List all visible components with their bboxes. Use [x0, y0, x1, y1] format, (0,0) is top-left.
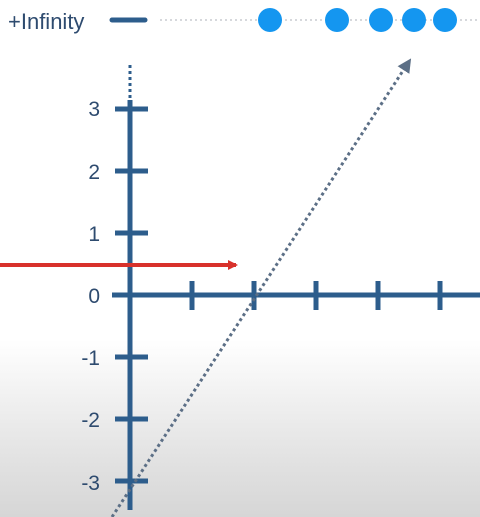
y-tick-label-3: 3: [88, 98, 100, 121]
dotted-diagonal-arrow: [110, 58, 412, 517]
y-tick-label-neg2: -2: [81, 409, 100, 432]
infinity-label: +Infinity: [8, 9, 84, 34]
infinity-dot: [258, 8, 282, 32]
infinity-dot: [433, 8, 457, 32]
y-tick-label-neg1: -1: [81, 347, 100, 370]
y-tick-label-0: 0: [88, 285, 100, 308]
infinity-dot: [402, 8, 426, 32]
x-axis-ticks: [189, 281, 443, 310]
infinity-dot: [325, 8, 349, 32]
y-tick-label-2: 2: [88, 161, 100, 184]
y-tick-label-neg3: -3: [81, 472, 100, 495]
infinity-dots: [258, 8, 457, 32]
y-tick-label-1: 1: [88, 223, 100, 246]
infinity-dot: [369, 8, 393, 32]
